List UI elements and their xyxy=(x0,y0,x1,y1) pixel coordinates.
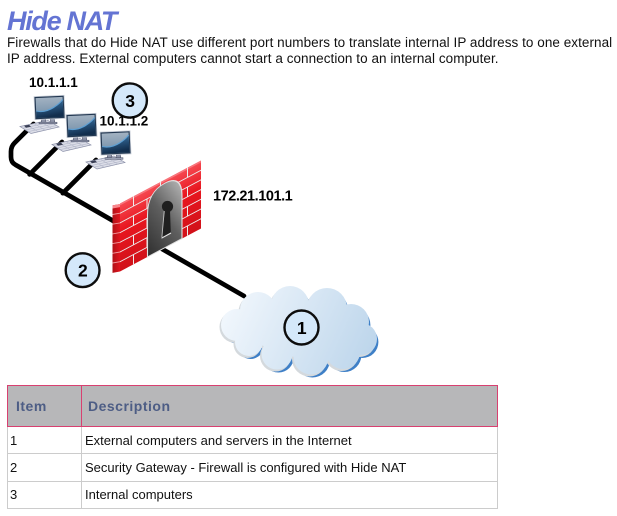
svg-text:10.1.1.1: 10.1.1.1 xyxy=(29,75,78,90)
svg-text:1: 1 xyxy=(297,318,307,338)
svg-text:172.21.101.1: 172.21.101.1 xyxy=(213,189,293,205)
svg-text:10.1.1.2: 10.1.1.2 xyxy=(100,114,149,129)
svg-text:2: 2 xyxy=(78,261,88,281)
svg-text:3: 3 xyxy=(125,91,135,111)
